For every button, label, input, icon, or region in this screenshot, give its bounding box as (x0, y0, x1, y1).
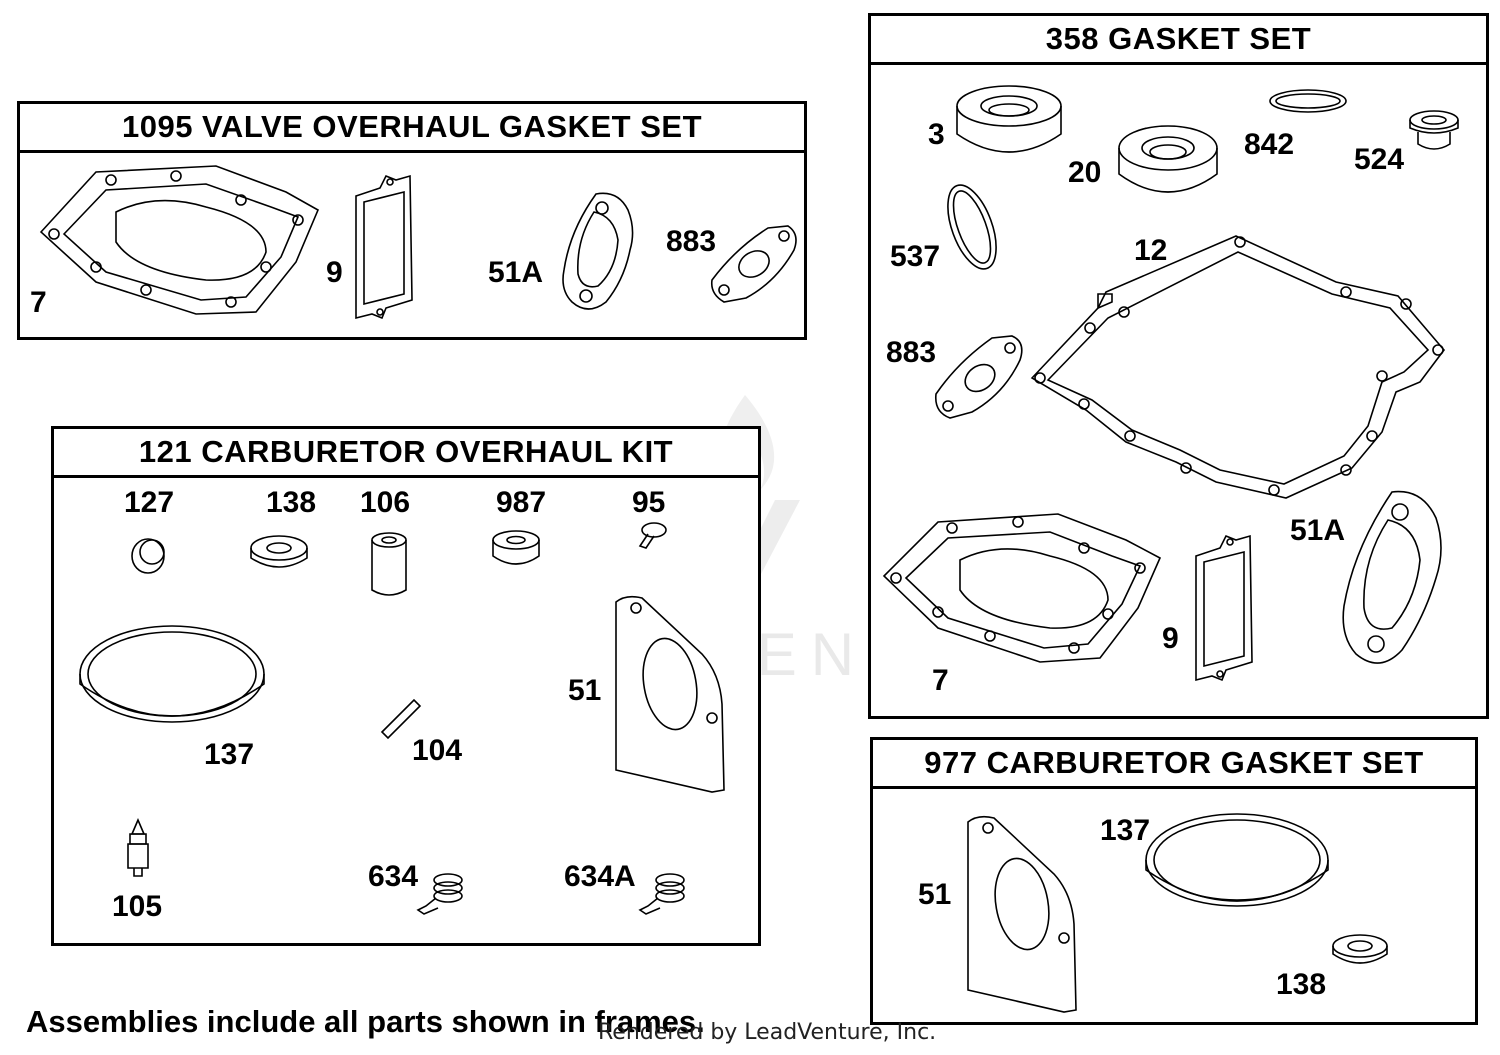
part-label-138: 138 (266, 486, 317, 519)
part-label-138: 138 (1276, 968, 1327, 1001)
frame-title: 977 CARBURETOR GASKET SET (873, 740, 1475, 789)
needle-part-105[interactable] (122, 817, 154, 878)
part-label-3: 3 (928, 118, 945, 151)
spring-part-634a[interactable] (636, 868, 690, 920)
crankcase-gasket-part-12[interactable] (1026, 232, 1450, 502)
spring-part-634[interactable] (414, 868, 468, 920)
part-label-137: 137 (1100, 814, 1151, 847)
part-label-7: 7 (932, 664, 949, 697)
frame-title: 121 CARBURETOR OVERHAUL KIT (54, 429, 758, 478)
part-label-105: 105 (112, 890, 163, 923)
part-label-137: 137 (204, 738, 255, 771)
oil-seal-part-20[interactable] (1116, 122, 1220, 202)
part-label-634a: 634A (564, 860, 636, 893)
part-label-51a: 51A (1290, 514, 1346, 547)
frame-title: 358 GASKET SET (871, 16, 1486, 65)
bushing-part-987[interactable] (490, 528, 542, 570)
frame-gasket-set: 358 GASKET SET (868, 13, 1489, 719)
part-label-524: 524 (1354, 143, 1405, 176)
assemblies-note: Assemblies include all parts shown in fr… (26, 1004, 705, 1039)
part-label-51: 51 (568, 674, 602, 707)
washer-part-138[interactable] (1330, 932, 1390, 972)
washer-part-138[interactable] (248, 534, 310, 574)
grommet-part-524[interactable] (1406, 108, 1462, 154)
part-label-537: 537 (890, 240, 941, 273)
intake-gasket-part-51a[interactable] (558, 190, 638, 316)
part-label-51: 51 (918, 878, 952, 911)
part-label-7: 7 (30, 286, 47, 319)
sleeve-part-106[interactable] (368, 530, 410, 600)
part-label-987: 987 (496, 486, 547, 519)
part-127[interactable] (128, 534, 168, 576)
carburetor-gasket-part-51[interactable] (612, 594, 728, 794)
o-ring-part-842[interactable] (1266, 86, 1350, 116)
part-label-104: 104 (412, 734, 463, 767)
part-label-9: 9 (1162, 622, 1179, 655)
gasket-part-9[interactable] (352, 172, 416, 320)
pin-part-104[interactable] (376, 694, 426, 742)
screw-part-95[interactable] (634, 520, 670, 550)
part-label-9: 9 (326, 256, 343, 289)
part-label-842: 842 (1244, 128, 1295, 161)
o-ring-part-537[interactable] (944, 180, 1000, 274)
cylinder-head-gasket-part-7[interactable] (36, 162, 326, 322)
gasket-part-883[interactable] (706, 222, 800, 306)
oil-seal-part-3[interactable] (954, 82, 1064, 162)
intake-gasket-part-51a[interactable] (1336, 488, 1448, 672)
frame-carburetor-gasket-set: 977 CARBURETOR GASKET SET (870, 737, 1478, 1025)
part-label-883: 883 (886, 336, 937, 369)
part-label-12: 12 (1134, 234, 1168, 267)
carburetor-gasket-part-51[interactable] (964, 814, 1080, 1014)
float-bowl-gasket-part-137[interactable] (76, 622, 268, 736)
float-bowl-gasket-part-137[interactable] (1142, 810, 1332, 922)
part-label-634: 634 (368, 860, 419, 893)
part-label-883: 883 (666, 225, 717, 258)
gasket-part-9[interactable] (1192, 532, 1256, 682)
rendered-by-credit: Rendered by LeadVenture, Inc. (598, 1020, 937, 1045)
frame-title: 1095 VALVE OVERHAUL GASKET SET (20, 104, 804, 153)
part-label-51a: 51A (488, 256, 544, 289)
gasket-part-883[interactable] (930, 332, 1026, 422)
part-label-95: 95 (632, 486, 666, 519)
part-label-127: 127 (124, 486, 175, 519)
part-label-20: 20 (1068, 156, 1102, 189)
part-label-106: 106 (360, 486, 411, 519)
frame-carburetor-overhaul-kit: 121 CARBURETOR OVERHAUL KIT (51, 426, 761, 946)
cylinder-head-gasket-part-7[interactable] (880, 512, 1164, 668)
